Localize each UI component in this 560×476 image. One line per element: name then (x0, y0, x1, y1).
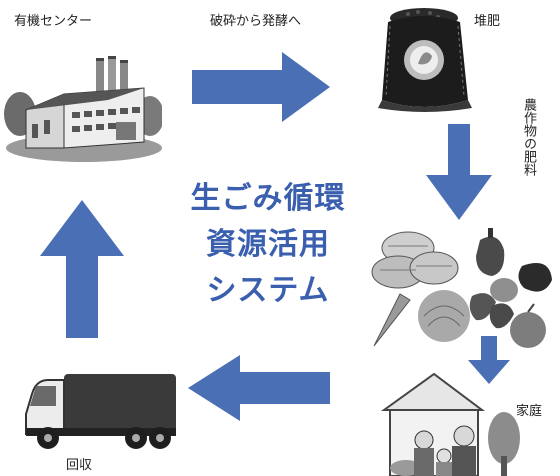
title-line-3: システム (206, 273, 330, 308)
compost-bag-illustration (378, 8, 472, 112)
factory-illustration (4, 56, 162, 162)
label-home: 家庭 (516, 404, 543, 419)
arrow-down-right (426, 124, 492, 220)
title-line-1: 生ごみ循環 (190, 181, 346, 216)
arrow-up-left (40, 200, 124, 338)
arrow-down-small (468, 336, 510, 384)
label-crop-fertilizer: 農作物の肥料 (521, 98, 536, 176)
arrow-right-top (192, 52, 330, 122)
label-compost: 堆肥 (474, 14, 501, 29)
vegetables-illustration (371, 228, 552, 348)
house-family-illustration (380, 372, 520, 476)
title-line-2: 資源活用 (206, 227, 330, 262)
arrow-left-bottom (188, 355, 330, 421)
label-crushing-fermentation: 破砕から発酵へ (210, 14, 302, 29)
label-collection: 回収 (66, 458, 93, 473)
garbage-truck-illustration (25, 374, 176, 449)
label-organic-center: 有機センター (14, 14, 93, 29)
